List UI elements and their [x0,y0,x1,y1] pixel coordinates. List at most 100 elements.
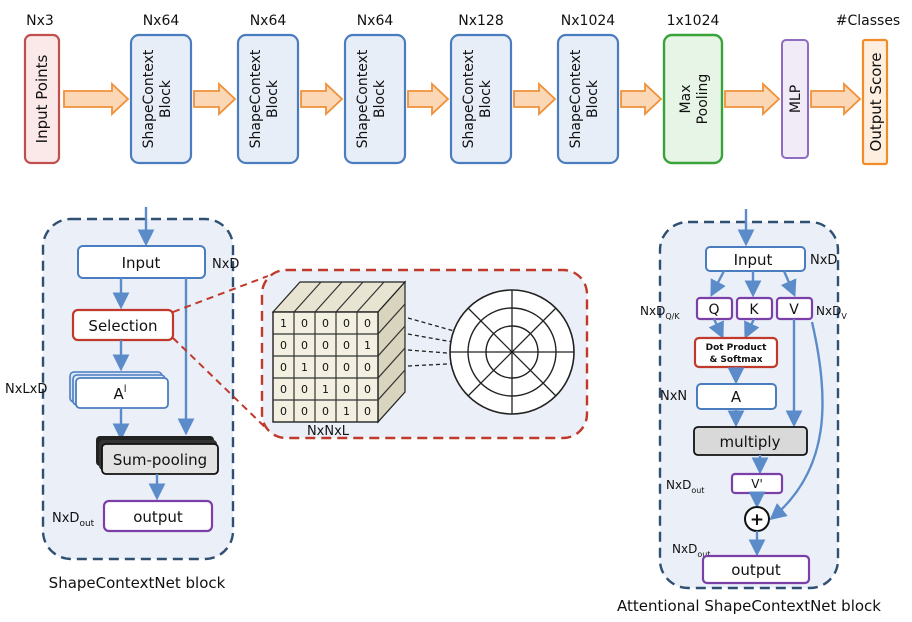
matrix-cell: 1 [322,383,329,396]
shapecontext-block-4 [449,33,513,165]
left-output-dim: NxDout [52,511,95,529]
flow-arrow [513,81,557,117]
dim-maxpool: 1x1024 [667,13,720,29]
dim-sc5: Nx1024 [561,13,615,29]
matrix-cell: 0 [364,317,371,330]
shapecontext-block-5 [556,33,620,165]
matrix-cell: 1 [280,317,287,330]
right-input-box [705,246,806,272]
matrix-cell: 0 [280,383,287,396]
matrix-cell: 0 [364,383,371,396]
matrix-cell: 0 [343,383,350,396]
shapecontext-block-label: Block [585,79,601,118]
left-caption: ShapeContextNet block [49,574,226,592]
matrix-cell: 0 [364,405,371,418]
matrix-cell: 0 [301,317,308,330]
mlp-block [781,39,809,159]
flow-arrow [193,81,237,117]
v-dim: NxDV [816,304,847,321]
a-label: Al [113,384,126,403]
mlp-label: MLP [788,85,804,113]
matrix-cell: 1 [343,405,350,418]
shapecontext-block-label: ShapeContext [461,49,477,148]
shapecontextnet-block-panel: Input NxD Selection NxLxD Al Sum-pooling… [5,207,239,592]
shapecontext-block-label: ShapeContext [141,49,157,148]
matrix-cell: 0 [364,361,371,374]
matrix-cell: 1 [301,361,308,374]
matrix-cell: 0 [322,339,329,352]
v-label: V [789,302,799,318]
right-output-box [701,554,811,585]
flow-arrow [407,81,450,117]
a-dim-label: NxLxD [5,382,47,397]
shapecontext-block-label: Block [158,79,174,118]
shapecontext-block-label: ShapeContext [248,49,264,148]
multiply-label: multiply [720,433,781,451]
flow-arrow [300,81,344,117]
shapecontext-block-label: ShapeContext [355,49,371,148]
pipeline: Nx3 Nx64 Nx64 Nx64 Nx128 Nx1024 1x1024 #… [23,13,900,166]
selection-box [71,308,175,342]
matrix-cell: 0 [280,405,287,418]
left-input-box [77,245,206,279]
vprime-dim: NxDout [666,478,704,495]
sum-pool-front [101,443,219,475]
right-output-label: output [731,561,781,579]
dot-product-label-1: Dot Product [706,343,767,353]
matrix-cell: 0 [343,339,350,352]
dim-classes: #Classes [836,13,900,29]
input-points-block [23,33,61,165]
matrix-cell: 0 [301,339,308,352]
tensor-label: NxNxL [307,424,350,439]
shapecontext-block-label: ShapeContext [568,49,584,148]
flow-arrow [620,81,663,117]
q-label: Q [708,302,719,318]
left-output-label: output [133,508,183,526]
matrix-cell: 0 [322,361,329,374]
flow-arrow [63,81,130,117]
matrix-cell: 0 [301,383,308,396]
dim-sc3: Nx64 [357,13,394,29]
selection-detail-panel: 1 0 0 0 0 0 0 0 0 1 0 1 0 0 0 0 0 1 0 0 0 0 0 1 0 NxNxL [172,268,589,440]
residual-path [769,321,824,521]
vprime-label: V' [751,477,763,491]
k-label: K [749,302,759,318]
shapecontext-block-3 [343,33,407,165]
input-points-label: Input Points [33,54,51,143]
sum-pooling-label: Sum-pooling [113,451,207,469]
flow-arrow [724,81,781,117]
output-score-label: Output Score [867,53,885,152]
matrix-cell: 0 [280,339,287,352]
dot-product-label-2: & Softmax [709,355,762,365]
shapecontext-block-2 [236,33,300,165]
matrix-cell: 0 [322,405,329,418]
matrix-cell: 0 [343,317,350,330]
matrix-cell: 0 [280,361,287,374]
dim-sc2: Nx64 [250,13,287,29]
matrix-cell: 0 [343,361,350,374]
left-input-dim: NxD [212,257,239,272]
selection-label: Selection [88,317,157,335]
right-output-dim: NxDout [672,542,710,559]
matrix-cell: 1 [364,339,371,352]
max-pooling-label-1: Max [678,85,694,114]
right-input-label: Input [734,251,773,269]
matrix-cell: 0 [322,317,329,330]
shapecontext-block-label: Block [478,79,494,118]
shapecontext-block-label: Block [265,79,281,118]
shape-context-bins [449,289,575,415]
zoom-line-top [172,275,269,313]
zoom-line-bottom [172,337,269,431]
k-box [735,296,774,321]
cube-front [272,311,379,423]
dim-sc1: Nx64 [143,13,180,29]
shapecontext-block-1 [129,33,193,165]
output-score-block [861,38,889,166]
right-caption: Attentional ShapeContextNet block [617,597,881,615]
flow-arrow [810,81,862,117]
dim-sc4: Nx128 [458,13,503,29]
add-node-symbol: + [750,510,764,530]
matrix-cell: 0 [301,405,308,418]
max-pooling-block [662,33,724,165]
